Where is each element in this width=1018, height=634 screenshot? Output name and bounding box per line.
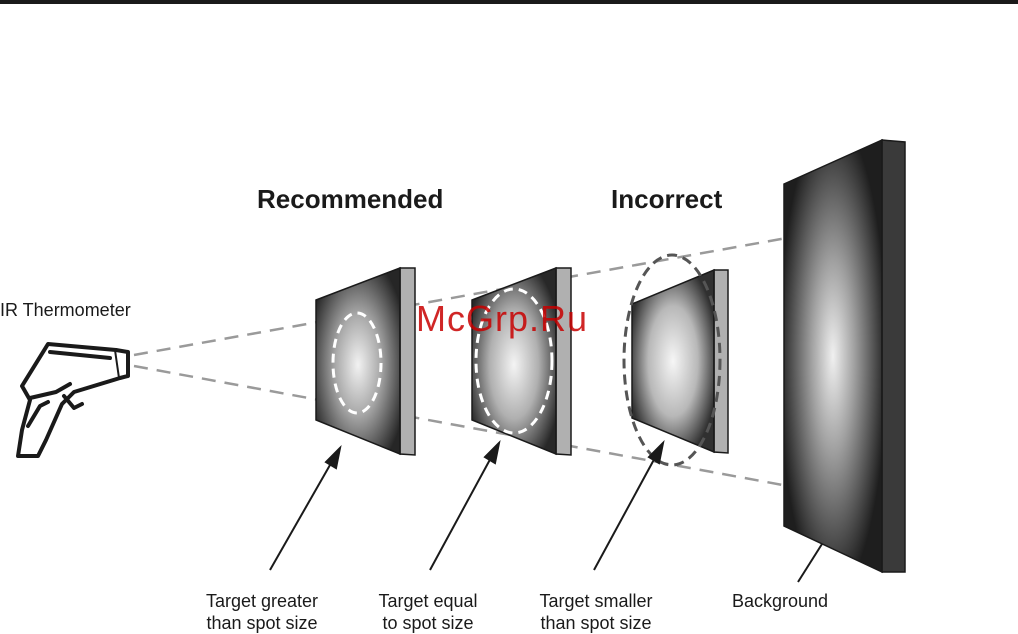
pointer-arrows bbox=[270, 443, 822, 582]
target-label-smaller: Target smaller than spot size bbox=[528, 590, 664, 634]
target-panel-equal bbox=[472, 268, 571, 455]
target-label-greater: Target greater than spot size bbox=[196, 590, 328, 634]
target-panel-greater bbox=[316, 268, 415, 455]
background-wall bbox=[784, 140, 905, 572]
target-label-line1: Target equal bbox=[362, 590, 494, 612]
target-label-equal: Target equal to spot size bbox=[362, 590, 494, 634]
target-label-line1: Target smaller bbox=[528, 590, 664, 612]
device-label: IR Thermometer bbox=[0, 300, 131, 321]
arrow-head bbox=[326, 448, 340, 468]
heading-recommended: Recommended bbox=[257, 184, 443, 215]
target-label-line1: Target greater bbox=[196, 590, 328, 612]
arrow-head bbox=[485, 443, 499, 463]
target-label-line2: than spot size bbox=[196, 612, 328, 634]
target-label-line2: than spot size bbox=[528, 612, 664, 634]
heading-incorrect: Incorrect bbox=[611, 184, 722, 215]
background-label: Background bbox=[722, 590, 838, 612]
target-panel-smaller bbox=[624, 255, 728, 465]
watermark: McGrp.Ru bbox=[416, 298, 588, 340]
target-label-line2: to spot size bbox=[362, 612, 494, 634]
ir-thermometer-icon bbox=[18, 344, 128, 456]
